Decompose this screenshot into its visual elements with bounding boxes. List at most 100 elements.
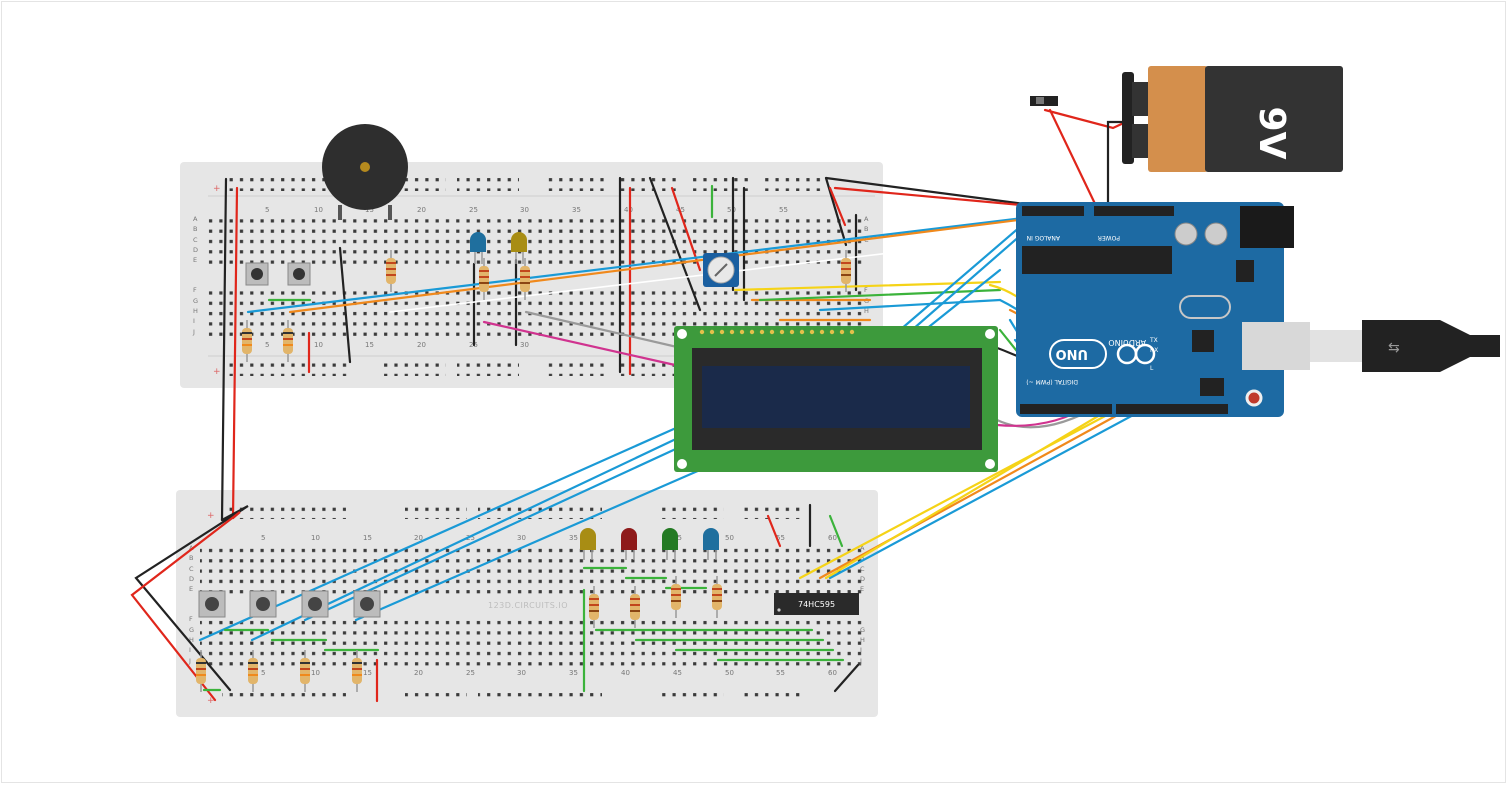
wire-blue[interactable] xyxy=(354,468,702,622)
col-num: 25 xyxy=(466,669,475,677)
wire-red[interactable] xyxy=(231,186,239,520)
col-num: 30 xyxy=(517,669,526,677)
wire-blue[interactable] xyxy=(818,298,1002,312)
resistor[interactable] xyxy=(520,258,530,300)
col-num: 15 xyxy=(365,206,374,214)
wire-red[interactable] xyxy=(766,514,782,548)
led-blue[interactable] xyxy=(470,232,486,264)
col-num: 5 xyxy=(261,534,265,542)
slide-switch[interactable] xyxy=(1030,96,1058,106)
row-letter: J xyxy=(859,657,862,665)
shift-register-ic[interactable]: 74HC595 xyxy=(774,593,859,615)
arduino-pin-labels: POWER ANALOG IN DIGITAL (PWM ~) TX RX L xyxy=(1026,234,1158,385)
resistor[interactable] xyxy=(841,250,851,292)
row-letter: F xyxy=(189,615,193,623)
col-num: 55 xyxy=(776,534,785,542)
pushbutton[interactable] xyxy=(301,590,329,618)
row-letter: G xyxy=(189,626,194,634)
wire-blue[interactable] xyxy=(246,212,1058,314)
resistor[interactable] xyxy=(386,250,396,292)
resistor[interactable] xyxy=(671,576,681,618)
led-green[interactable] xyxy=(662,528,678,560)
resistor[interactable] xyxy=(300,650,310,692)
pushbutton[interactable] xyxy=(353,590,381,618)
col-num: 20 xyxy=(417,341,426,349)
wire-black[interactable] xyxy=(134,505,249,692)
lcd-display[interactable] xyxy=(674,326,998,472)
arduino-uno[interactable]: ⇆ UNO ARDUINO POWER ANALOG IN DIGITAL (P… xyxy=(1016,202,1500,417)
wire-blue[interactable] xyxy=(198,426,678,642)
wire-magenta[interactable] xyxy=(482,320,677,367)
wire-yellow[interactable] xyxy=(824,404,1117,580)
svg-text:⇆: ⇆ xyxy=(1388,340,1400,356)
pushbutton[interactable] xyxy=(249,590,277,618)
wire-blue[interactable] xyxy=(898,212,1037,332)
wire-blue[interactable] xyxy=(923,268,1002,332)
wire-black[interactable] xyxy=(648,176,702,312)
col-num: 55 xyxy=(779,206,788,214)
led-blue[interactable] xyxy=(703,528,719,560)
analog-header[interactable] xyxy=(1022,206,1084,216)
wire-red[interactable] xyxy=(1048,108,1100,212)
led-yellow[interactable] xyxy=(580,528,596,560)
wire-red[interactable] xyxy=(670,186,702,272)
row-letter: J xyxy=(188,657,191,665)
led-yellow[interactable] xyxy=(511,232,527,264)
led-label: L xyxy=(1150,365,1154,372)
row-letter: E xyxy=(193,256,197,264)
row-letter: B xyxy=(860,554,864,562)
col-num: 20 xyxy=(414,669,423,677)
pushbutton[interactable] xyxy=(287,262,311,286)
col-num: 25 xyxy=(469,206,478,214)
row-letter: B xyxy=(193,225,197,233)
wire-red[interactable] xyxy=(828,186,847,227)
arduino-brand: ARDUINO xyxy=(1108,338,1146,347)
wire-green[interactable] xyxy=(828,514,844,548)
row-letter: H xyxy=(193,307,198,315)
resistor[interactable] xyxy=(242,320,252,362)
resistor[interactable] xyxy=(283,320,293,362)
breadboard-top[interactable]: + + 5 10 15 20 25 30 35 40 45 50 55 5 10… xyxy=(180,162,883,388)
wire-red[interactable] xyxy=(130,511,241,702)
led-red[interactable] xyxy=(621,528,637,560)
potentiometer[interactable] xyxy=(703,253,739,287)
wire-yellow[interactable] xyxy=(798,404,1126,580)
row-letter: D xyxy=(189,575,194,583)
wire-black[interactable] xyxy=(833,663,860,693)
resistor[interactable] xyxy=(712,576,722,618)
wire-blue[interactable] xyxy=(828,404,1152,580)
resistor[interactable] xyxy=(589,586,599,628)
piezo-buzzer[interactable] xyxy=(322,124,408,220)
wire-green[interactable] xyxy=(758,288,1002,302)
resistor[interactable] xyxy=(479,258,489,300)
resistor[interactable] xyxy=(196,650,206,692)
pushbutton[interactable] xyxy=(245,262,269,286)
col-num: 30 xyxy=(520,341,529,349)
digital-header-low[interactable] xyxy=(1020,404,1112,414)
wire-white[interactable] xyxy=(389,239,1001,313)
col-num: 10 xyxy=(311,669,320,677)
resistor[interactable] xyxy=(248,650,258,692)
pushbutton[interactable] xyxy=(198,590,226,618)
power-header[interactable] xyxy=(1094,206,1174,216)
row-letter: F xyxy=(864,286,868,294)
digital-header-high[interactable] xyxy=(1116,404,1228,414)
col-num: 30 xyxy=(517,534,526,542)
col-num: 30 xyxy=(520,206,529,214)
wire-black[interactable] xyxy=(220,177,228,522)
row-letter: B xyxy=(864,225,868,233)
row-letter: D xyxy=(860,575,865,583)
col-num: 50 xyxy=(725,534,734,542)
resistor[interactable] xyxy=(352,650,362,692)
battery-9v[interactable]: 9V xyxy=(1122,66,1343,172)
col-num: 15 xyxy=(363,669,372,677)
svg-text:+: + xyxy=(207,696,215,706)
col-num: 40 xyxy=(621,669,630,677)
resistor[interactable] xyxy=(630,586,640,628)
wire-gray[interactable] xyxy=(524,310,692,352)
ic-label: 74HC595 xyxy=(798,600,835,609)
row-letter: I xyxy=(189,646,191,654)
wire-orange[interactable] xyxy=(288,212,1068,314)
